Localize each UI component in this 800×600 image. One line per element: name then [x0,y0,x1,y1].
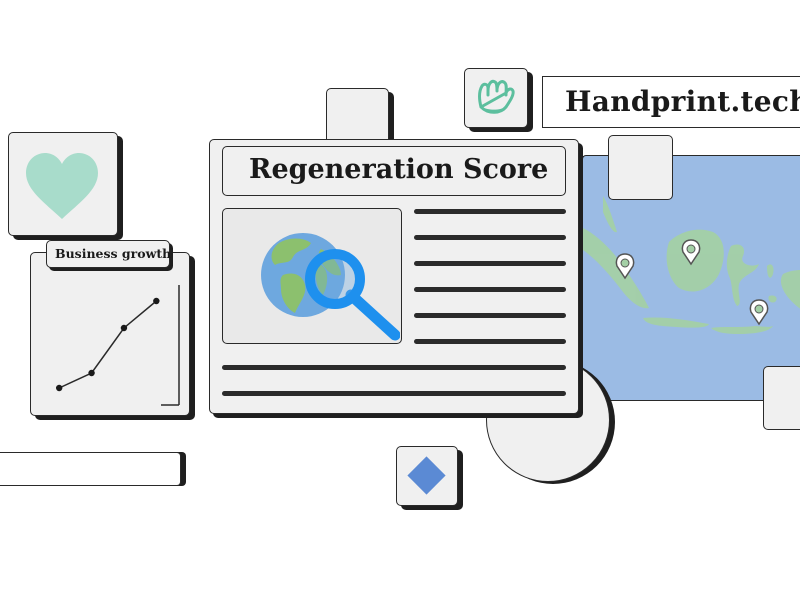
brand-name: Handprint.tech [565,85,800,118]
hand-icon [478,79,515,114]
growth-label: Business growth [55,246,172,261]
text-line [414,209,566,214]
heart-icon-card [8,132,118,236]
text-line [414,339,566,344]
globe-search-illustration [261,233,400,341]
growth-chart [55,285,180,406]
data-point [55,384,63,392]
map-image [583,196,800,334]
data-point [88,369,95,377]
text-line [222,391,566,396]
right-edge-block [763,366,800,430]
brand-label-box: Handprint.tech [542,76,800,128]
text-line [414,261,566,266]
magnifying-glass-icon [305,249,400,341]
growth-label-box: Business growth [46,240,172,268]
text-line [414,313,566,318]
diamond-icon [407,456,446,495]
map-pin-icon [681,239,701,266]
text-line [222,365,566,370]
data-point [153,297,160,305]
left-bar-block [0,452,181,486]
series-line [58,300,157,389]
regeneration-score-card: Regeneration Score [209,139,579,414]
tab-block-top [326,88,389,146]
map-pin-icon [749,299,769,326]
globe-image-box [222,208,402,344]
score-title-box: Regeneration Score [222,146,566,196]
score-title: Regeneration Score [249,154,549,185]
diamond-icon-card [396,446,458,506]
map-pin-icon [615,253,635,280]
data-point [120,324,128,332]
hand-icon-card [464,68,528,128]
map-corner-block [608,135,673,200]
text-line [414,287,566,292]
text-line [414,235,566,240]
heart-icon [26,153,98,219]
growth-chart-card [30,252,190,416]
